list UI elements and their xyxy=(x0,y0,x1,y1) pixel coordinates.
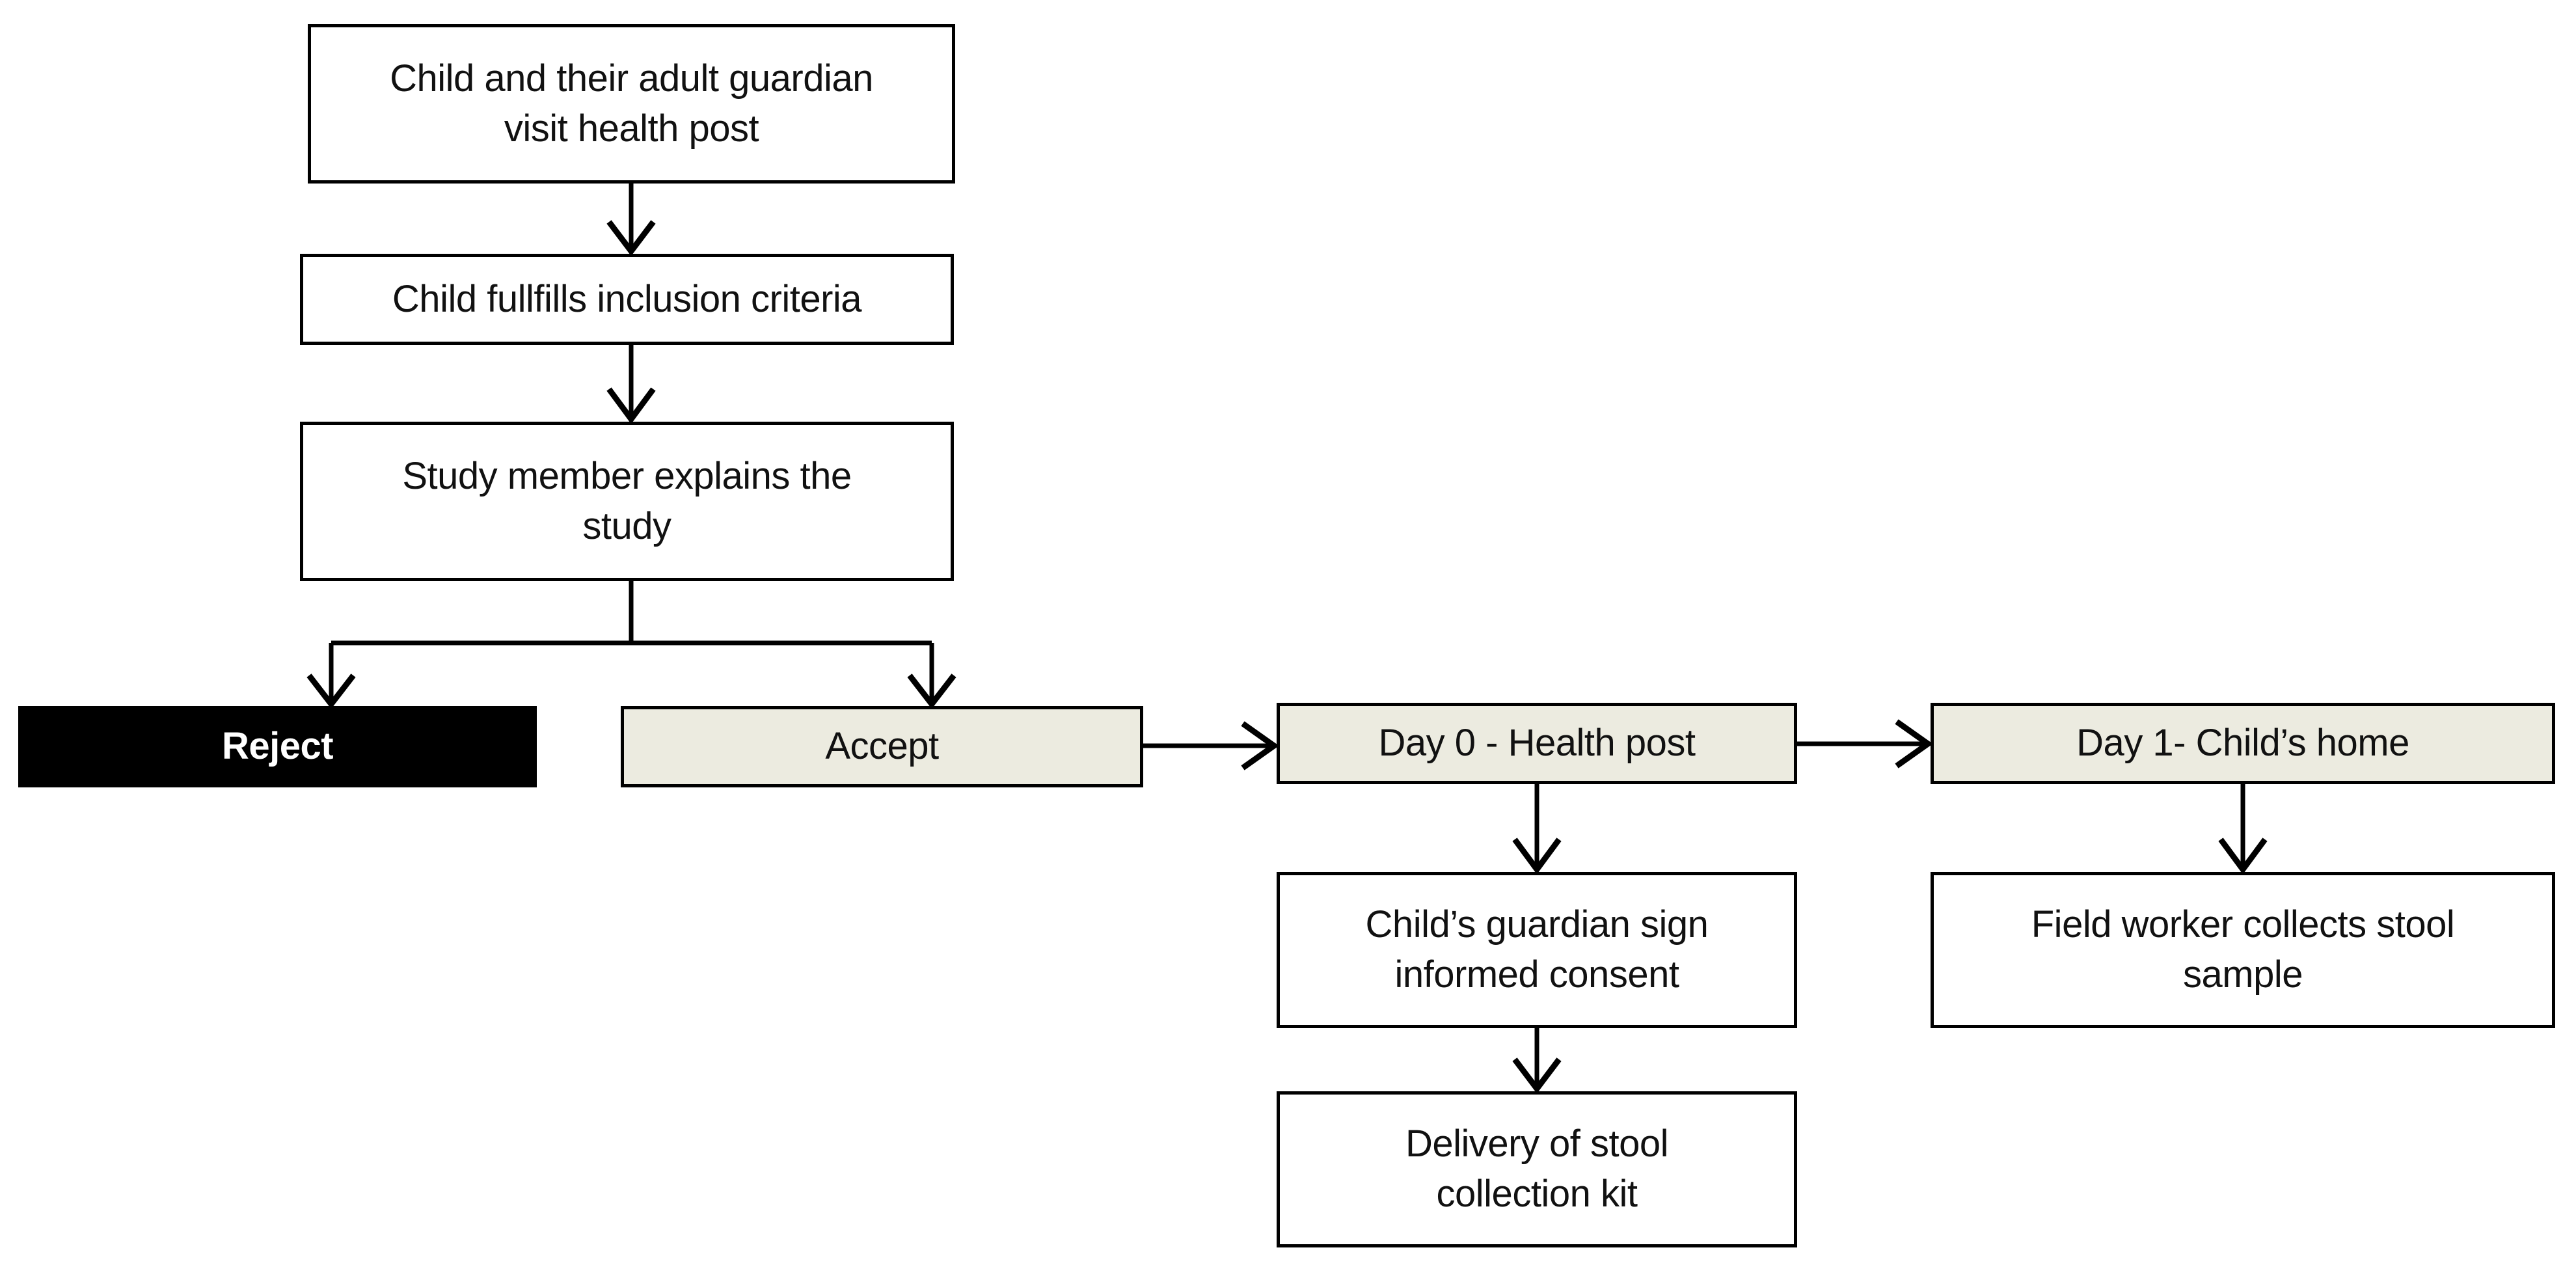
node-study-member-explains-study[interactable]: Study member explains the study xyxy=(300,422,954,581)
edge-accept-to-day0 xyxy=(1143,721,1279,770)
edge-explain-to-reject xyxy=(306,643,356,709)
edge-visit-to-inclusion xyxy=(606,184,656,256)
edge-consent-to-kit xyxy=(1512,1028,1562,1094)
node-guardian-signs-informed-consent[interactable]: Child’s guardian sign informed consent xyxy=(1277,872,1797,1028)
edge-day0-to-day1 xyxy=(1797,719,1933,769)
node-accept[interactable]: Accept xyxy=(621,706,1143,787)
edge-day1-to-fieldworker xyxy=(2218,784,2268,875)
node-day-0-health-post[interactable]: Day 0 - Health post xyxy=(1277,703,1797,784)
node-child-fullfills-inclusion-criteria[interactable]: Child fullfills inclusion criteria xyxy=(300,254,954,345)
node-field-worker-collects-stool-sample[interactable]: Field worker collects stool sample xyxy=(1931,872,2555,1028)
edge-explain-split-bus xyxy=(331,581,932,646)
edge-day0-to-consent xyxy=(1512,784,1562,875)
edge-inclusion-to-explain xyxy=(606,345,656,424)
node-day-1-childs-home[interactable]: Day 1- Child’s home xyxy=(1931,703,2555,784)
node-child-visit-health-post[interactable]: Child and their adult guardian visit hea… xyxy=(308,24,955,184)
node-reject[interactable]: Reject xyxy=(18,706,537,787)
edge-explain-to-accept xyxy=(907,643,956,709)
node-delivery-of-stool-collection-kit[interactable]: Delivery of stool collection kit xyxy=(1277,1091,1797,1247)
